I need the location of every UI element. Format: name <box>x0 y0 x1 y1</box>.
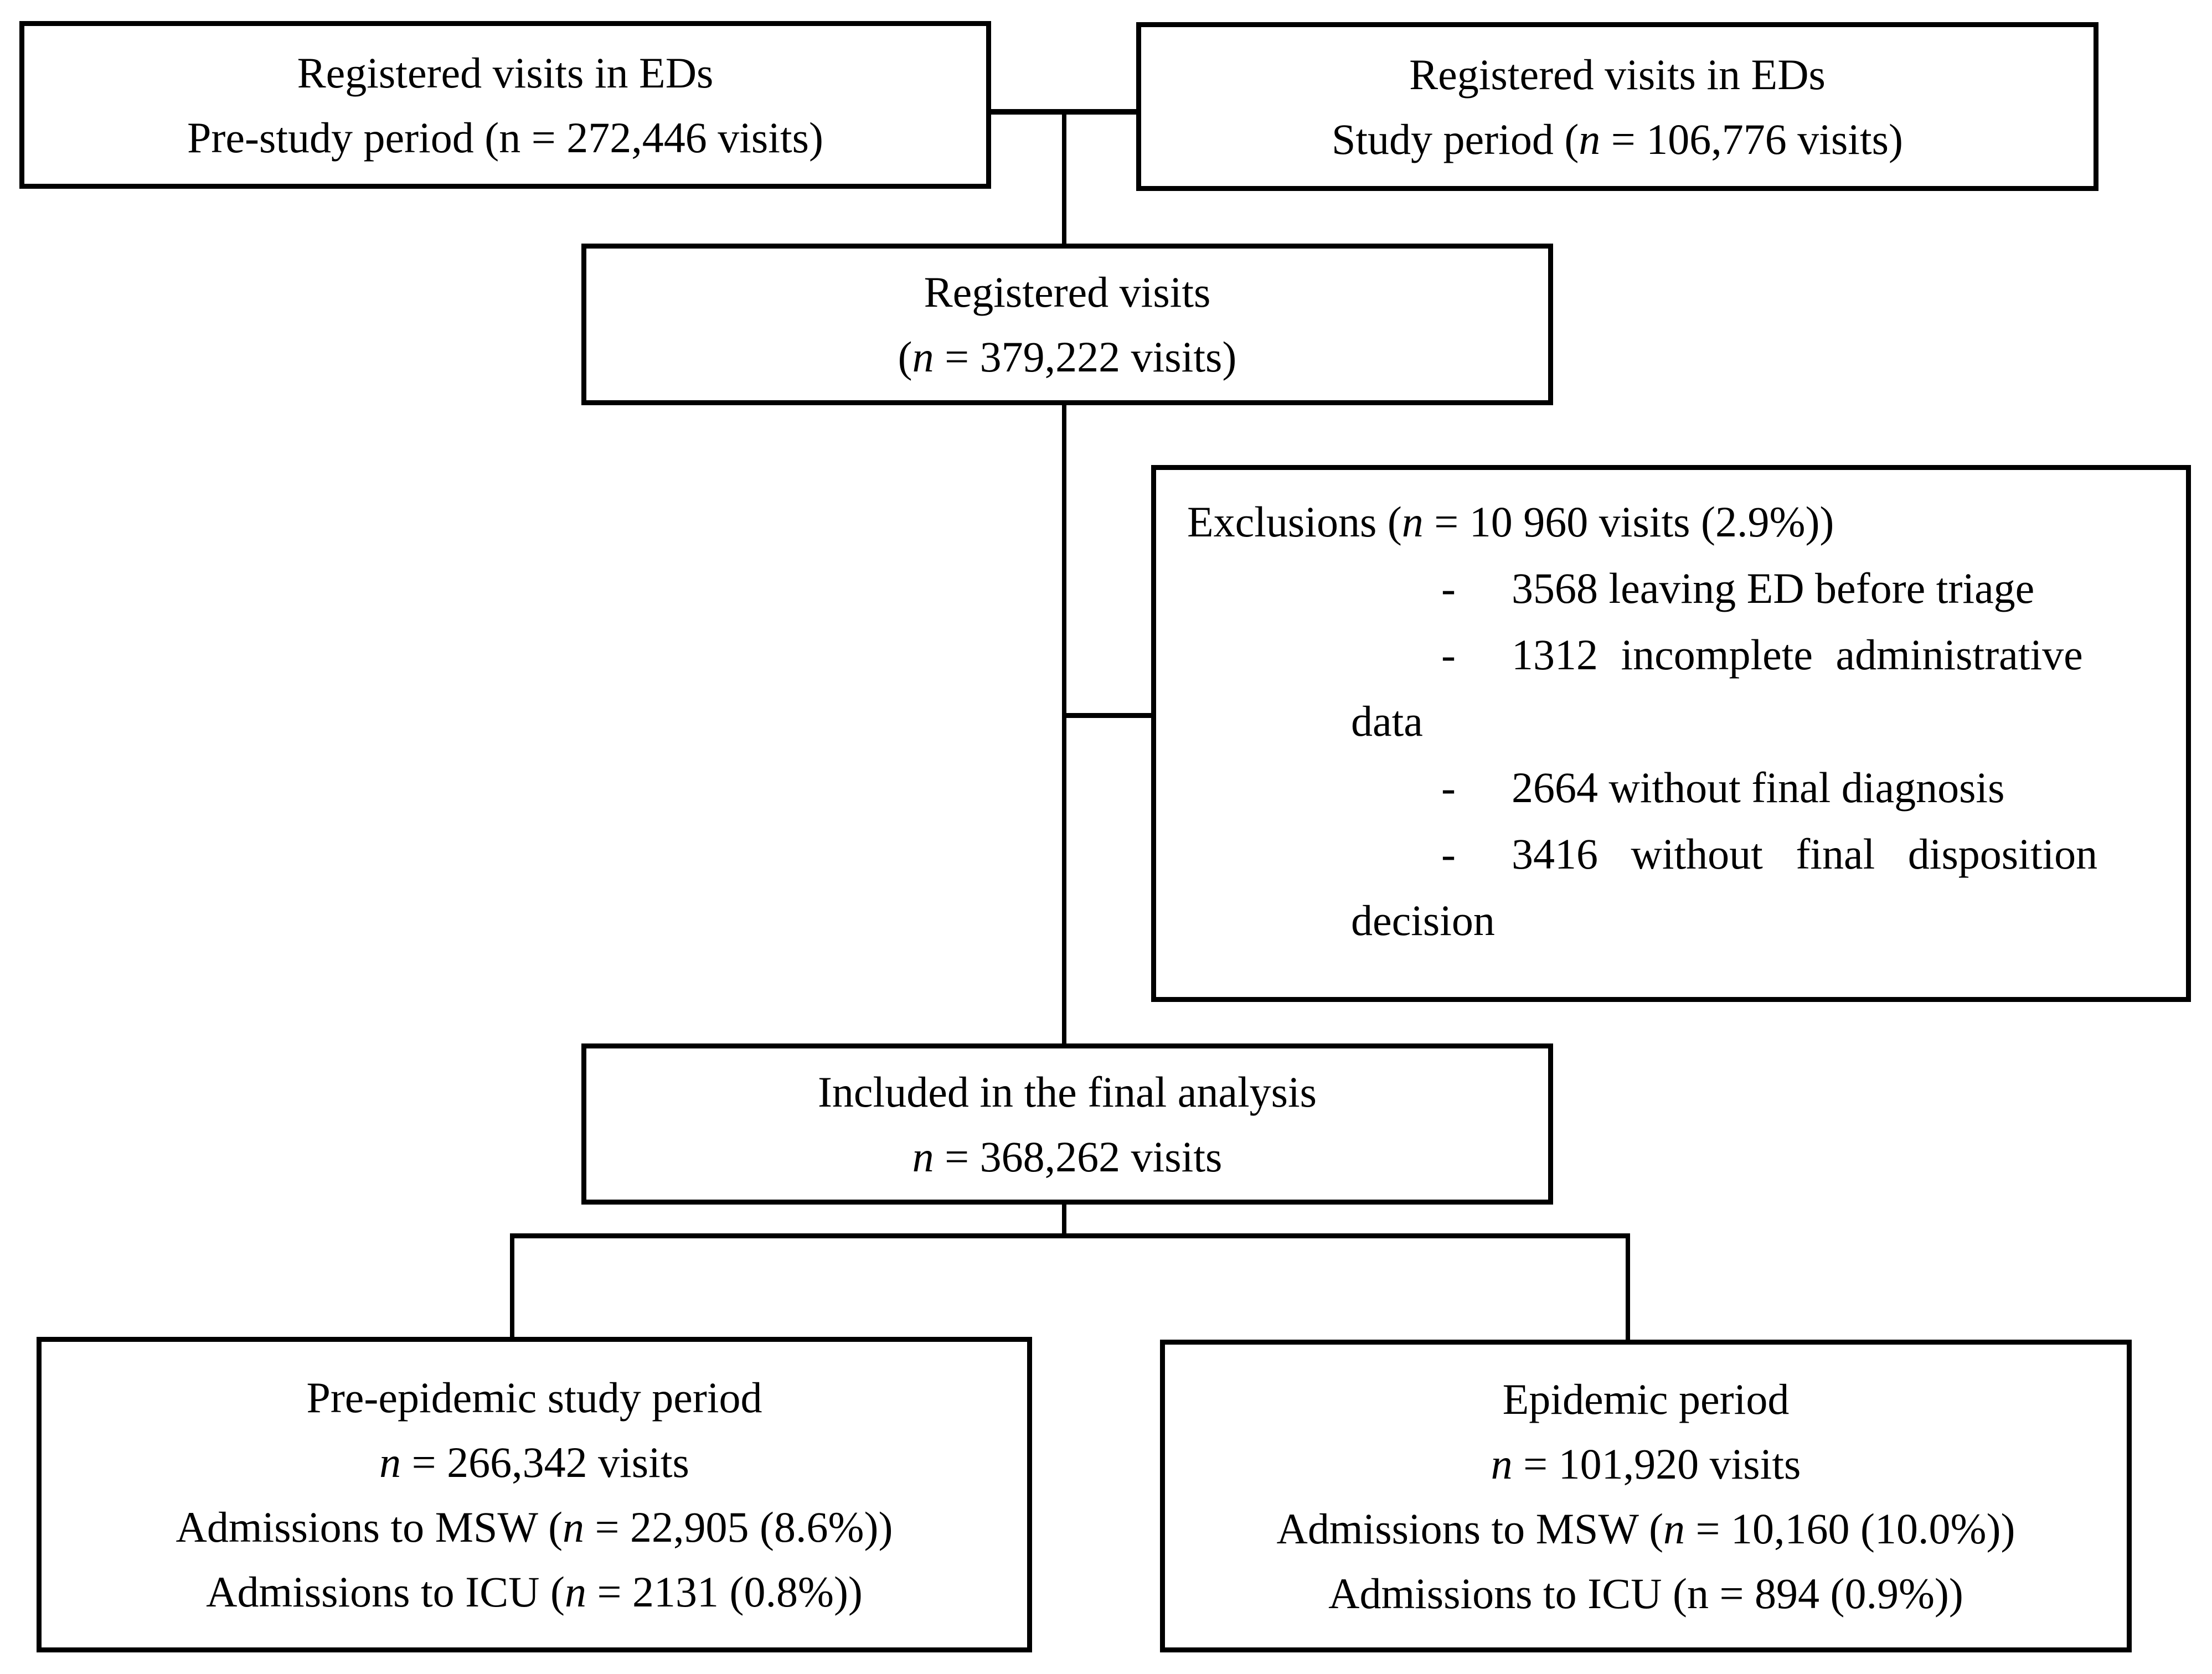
text-line: Admissions to ICU (n = 894 (0.9%)) <box>1328 1569 1963 1618</box>
exclusion-item-line: - 3416 without final disposition <box>1156 821 2186 887</box>
box-registered-visits-total: Registered visits (n = 379,222 visits) <box>581 244 1553 405</box>
exclusion-item-line: - 3568 leaving ED before triage <box>1156 555 2186 622</box>
exclusion-text: 3416 without final disposition <box>1512 830 2098 878</box>
exclusion-text: decision <box>1351 896 1495 944</box>
exclusion-header-line: Exclusions (n = 10 960 visits (2.9%)) <box>1156 489 2186 555</box>
text-line: Pre-study period (n = 272,446 visits) <box>187 113 823 162</box>
text-line: Admissions to MSW (n = 22,905 (8.6%)) <box>176 1503 893 1551</box>
text-line: Included in the final analysis <box>817 1067 1317 1116</box>
connector-included-to-branch-vertical <box>1062 1201 1066 1238</box>
hyphen-bullet: - <box>1441 564 1456 612</box>
exclusion-text: 1312 incomplete administrative <box>1512 631 2083 679</box>
text-line: Registered visits in EDs <box>297 48 714 97</box>
hyphen-bullet: - <box>1441 763 1456 812</box>
box-exclusions-text: Exclusions (n = 10 960 visits (2.9%)) - 35… <box>1156 489 2186 954</box>
text-line: Study period (n = 106,776 visits) <box>1332 115 1903 163</box>
connector-branch-left-vertical <box>510 1233 514 1340</box>
exclusion-text: 3568 leaving ED before triage <box>1512 564 2035 612</box>
box-included-final-analysis: Included in the final analysis n = 368,26… <box>581 1043 1553 1205</box>
text-line: n = 368,262 visits <box>912 1132 1223 1181</box>
text-line: Epidemic period <box>1502 1375 1790 1423</box>
connector-registered-to-included-vertical <box>1062 401 1066 1046</box>
exclusion-cont-line: data <box>1156 688 2186 755</box>
exclusion-text: Exclusions (n = 10 960 visits (2.9%)) <box>1187 498 1834 546</box>
hyphen-bullet: - <box>1441 631 1456 679</box>
text-line: (n = 379,222 visits) <box>898 333 1237 381</box>
hyphen-bullet: - <box>1441 830 1456 878</box>
text-line: n = 266,342 visits <box>379 1438 689 1486</box>
exclusion-text: data <box>1351 697 1423 745</box>
exclusion-text: 2664 without final diagnosis <box>1512 763 2005 812</box>
exclusion-item-line: - 2664 without final diagnosis <box>1156 755 2186 821</box>
connector-branch-right-vertical <box>1626 1233 1630 1342</box>
text-line: n = 101,920 visits <box>1491 1439 1801 1488</box>
box-included-final-analysis-text: Included in the final analysis n = 368,26… <box>586 1060 1548 1189</box>
connector-branch-horizontal <box>510 1233 1630 1238</box>
text-line: Pre-epidemic study period <box>306 1373 762 1422</box>
exclusion-cont-line: decision <box>1156 887 2186 954</box>
box-exclusions: Exclusions (n = 10 960 visits (2.9%)) - 35… <box>1151 465 2191 1002</box>
box-pre-epidemic-period: Pre-epidemic study period n = 266,342 vis… <box>37 1337 1032 1652</box>
box-registered-visits-total-text: Registered visits (n = 379,222 visits) <box>586 260 1548 389</box>
text-line: Admissions to MSW (n = 10,160 (10.0%)) <box>1276 1504 2015 1553</box>
text-line: Registered visits <box>924 268 1211 316</box>
text-line: Registered visits in EDs <box>1409 50 1826 99</box>
exclusion-item-line: - 1312 incomplete administrative <box>1156 622 2186 688</box>
box-pre-epidemic-period-text: Pre-epidemic study period n = 266,342 vis… <box>42 1365 1027 1624</box>
connector-top-merge-vertical <box>1062 109 1066 248</box>
text-line: Admissions to ICU (n = 2131 (0.8%)) <box>206 1568 863 1616</box>
connector-exclusions-stub-horizontal <box>1064 713 1156 718</box>
